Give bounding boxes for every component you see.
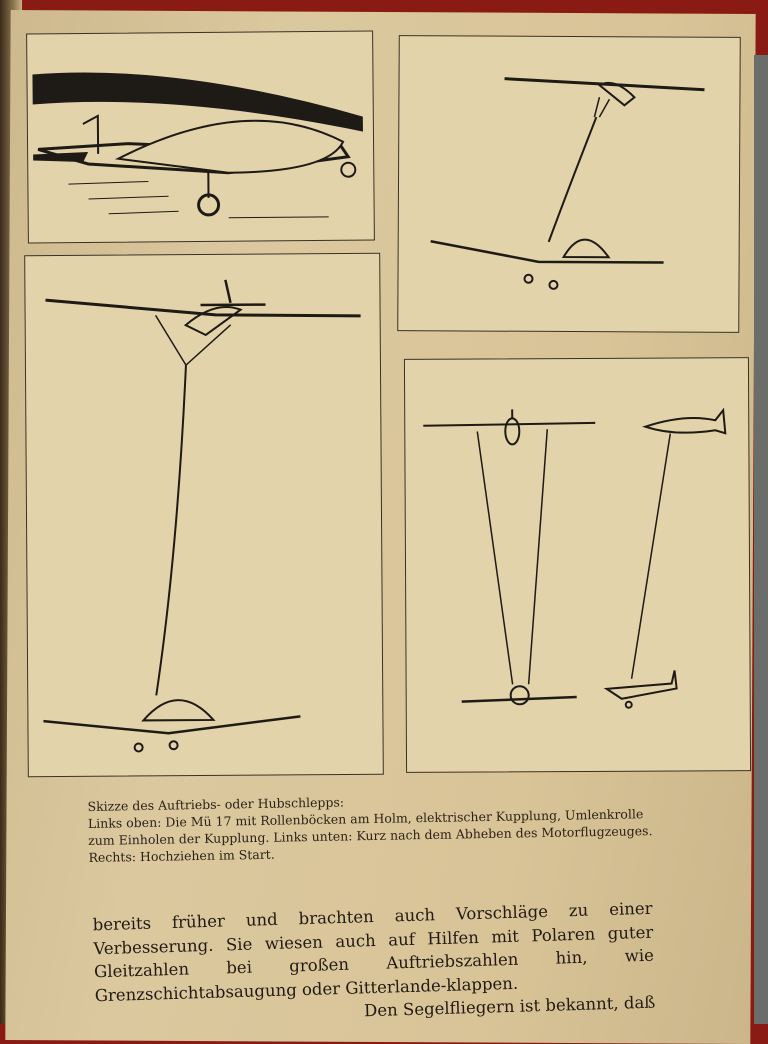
pullup-sketch [405, 358, 750, 772]
panel-right-pullup [404, 357, 751, 773]
glider-closeup-sketch [27, 31, 374, 242]
caption-text: Links oben: Die Mü 17 mit Rollenböcken a… [88, 805, 659, 866]
figure-caption: Skizze des Auftriebs- oder Hubschlepps: … [87, 788, 658, 866]
panel-top-left-glider-closeup [26, 30, 375, 243]
body-paragraph: bereits früher und brachten auch Vorschl… [92, 897, 655, 1008]
page-edge [754, 55, 768, 1024]
liftoff-sketch [25, 254, 383, 776]
panel-top-right-tow [397, 35, 741, 333]
body-text: bereits früher und brachten auch Vorschl… [92, 897, 655, 1031]
panel-bottom-left-liftoff [24, 253, 384, 777]
top-right-tow-sketch [398, 36, 740, 332]
